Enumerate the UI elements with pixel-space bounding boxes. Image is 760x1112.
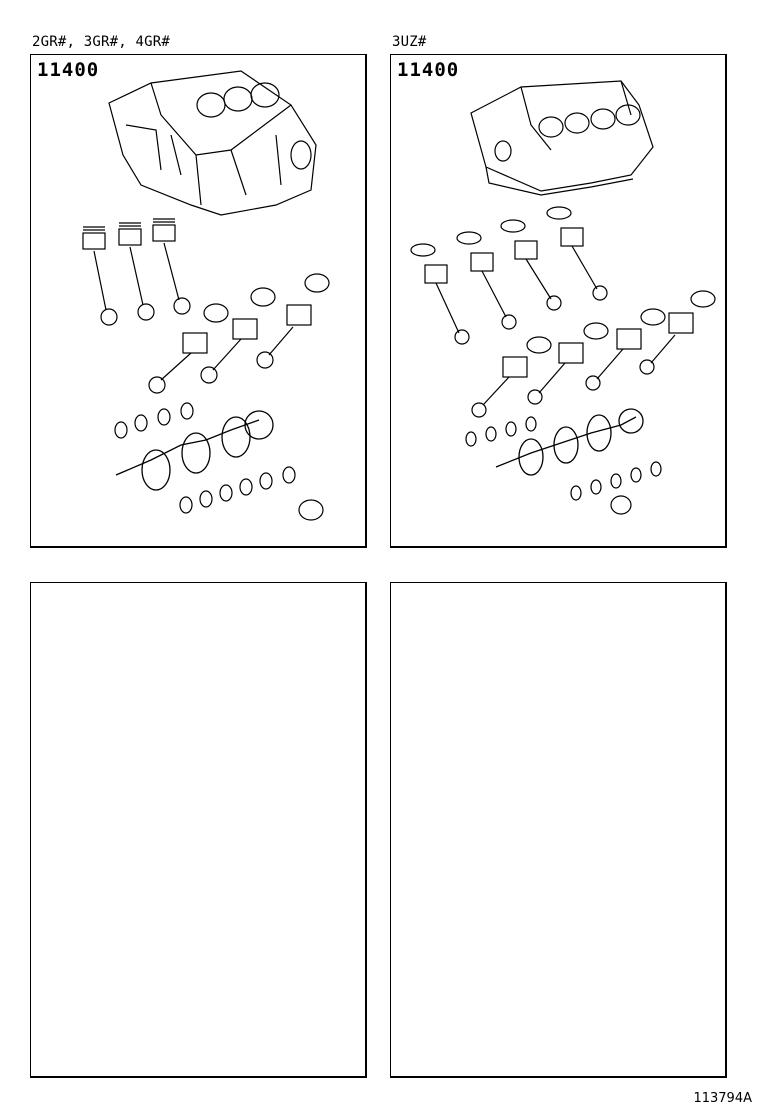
v8-engine-block-icon [410,80,716,515]
illustration-id: 113794A [693,1091,752,1106]
panel-caption-gr: 2GR#, 3GR#, 4GR# [32,34,171,50]
piston-icon [410,206,608,345]
crankshaft-icon [495,408,644,476]
panel-empty-left [30,582,367,1078]
part-number-label: 11400 [397,59,460,81]
panel-empty-right [390,582,727,1078]
bearing-icon [114,402,324,521]
panel-gr-short-block[interactable]: 11400 [30,54,367,548]
part-number-label: 11400 [37,59,100,81]
connecting-rod-icon [93,242,191,326]
bearing-icon [465,416,662,515]
v6-engine-block-icon [82,70,330,521]
panel-caption-uz: 3UZ# [392,34,427,50]
crankshaft-icon [115,410,274,491]
panel-uz-short-block[interactable]: 11400 [390,54,727,548]
piston-icon [82,218,176,250]
